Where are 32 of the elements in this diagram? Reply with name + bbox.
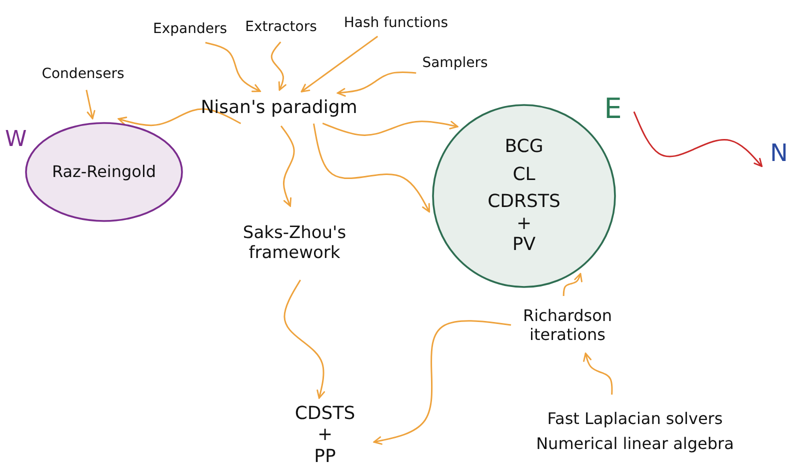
node-label: Samplers — [422, 54, 488, 72]
node-label: CL — [512, 164, 536, 186]
arrow — [562, 272, 582, 296]
node-label: Richardson iterations — [522, 306, 614, 344]
node-label: Fast Laplacian solvers — [547, 408, 723, 428]
node-label: Numerical linear algebra — [536, 434, 734, 454]
arrow — [300, 36, 378, 92]
node-label: Condensers — [42, 66, 124, 82]
node-label: Extractors — [245, 18, 317, 36]
node-label: Raz-Reingold — [52, 162, 156, 182]
arrow — [373, 320, 512, 445]
node-label: Expanders — [152, 20, 228, 38]
node-label: Hash functions — [344, 14, 448, 32]
side-mark: W — [5, 127, 27, 152]
node-label: N — [770, 138, 788, 168]
arrow — [583, 352, 613, 395]
node-label: CDSTS + PP — [294, 402, 356, 468]
arrow — [270, 42, 286, 91]
node-label: Saks-Zhou's framework — [242, 222, 348, 264]
arrow — [312, 124, 430, 212]
arrow — [284, 280, 326, 399]
arrow — [633, 111, 763, 168]
arrow — [86, 90, 96, 120]
node-label: CDRSTS + PV — [486, 191, 562, 256]
node-label: Nisan's paradigm — [200, 97, 358, 119]
node-label: BCG — [504, 136, 544, 158]
arrow — [280, 126, 295, 207]
node-label: E — [604, 92, 622, 126]
arrow — [118, 108, 242, 126]
arrow — [322, 120, 458, 136]
arrow — [205, 42, 261, 92]
arrow — [336, 72, 416, 97]
